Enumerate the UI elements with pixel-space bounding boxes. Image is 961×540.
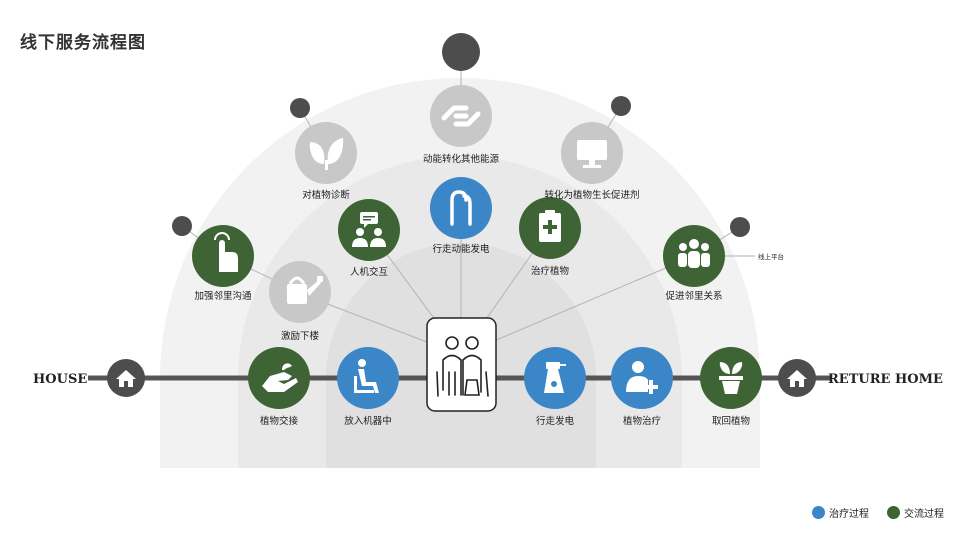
dot-top xyxy=(442,33,480,71)
spray-bottle-icon xyxy=(544,362,566,393)
handshake-icon xyxy=(441,105,481,127)
node-neighbor-comm: 加强邻里沟通 xyxy=(192,225,254,302)
dot-neighbor-comm xyxy=(172,216,192,236)
node-plant-treat: 植物治疗 xyxy=(611,347,673,427)
node-treat-plants-label: 治疗植物 xyxy=(531,265,570,277)
node-into-machine-label: 放入机器中 xyxy=(344,415,392,427)
node-neighbor-comm-label: 加强邻里沟通 xyxy=(194,290,252,302)
node-walk-power-bottom-label: 行走发电 xyxy=(536,415,575,427)
house-label: HOUSE xyxy=(33,372,87,387)
node-handover: 植物交接 xyxy=(248,347,310,427)
node-treat-plants: 治疗植物 xyxy=(519,197,581,277)
return-home-node xyxy=(778,359,816,397)
node-encourage-label: 激励下楼 xyxy=(281,330,320,342)
footprints-icon xyxy=(450,190,472,226)
legend-communication: 交流过程 xyxy=(887,505,944,520)
group-icon xyxy=(678,239,710,268)
page-title: 线下服务流程图 xyxy=(20,33,146,53)
house-icon xyxy=(116,370,136,387)
leaf-icon xyxy=(309,138,344,170)
node-walk-power-top-label: 行走动能发电 xyxy=(432,243,490,255)
elderly-couple-icon xyxy=(436,336,489,397)
legend-communication-label: 交流过程 xyxy=(904,509,944,520)
node-interaction-label: 人机交互 xyxy=(350,266,389,278)
node-retrieve: 取回植物 xyxy=(700,347,762,427)
return-home-label: RETURE HOME xyxy=(828,372,943,387)
node-walk-power-top: 行走动能发电 xyxy=(430,177,492,255)
tap-hand-icon xyxy=(214,232,238,272)
node-walk-power-bottom: 行走发电 xyxy=(524,347,586,427)
node-neighbor-relation: 促进邻里关系 xyxy=(663,225,725,302)
node-interaction: 人机交互 xyxy=(338,199,400,278)
node-growth-agent-label: 转化为植物生长促进剂 xyxy=(544,189,639,201)
clipboard-cross-icon xyxy=(539,210,561,242)
person-plus-icon xyxy=(626,361,658,394)
legend-communication-swatch xyxy=(887,506,900,519)
legend-treatment-label: 治疗过程 xyxy=(829,509,869,520)
legend-treatment-swatch xyxy=(812,506,825,519)
node-convert-energy-label: 动能转化其他能源 xyxy=(423,153,500,165)
hand-plant-icon xyxy=(262,363,298,392)
chat-people-icon xyxy=(352,212,386,247)
node-retrieve-label: 取回植物 xyxy=(712,415,751,427)
node-into-machine: 放入机器中 xyxy=(337,347,399,427)
node-handover-label: 植物交接 xyxy=(260,415,299,427)
node-growth-agent: 转化为植物生长促进剂 xyxy=(544,122,640,201)
node-center xyxy=(426,317,497,412)
dot-growth xyxy=(611,96,631,116)
house-node xyxy=(107,359,145,397)
potted-plant-icon xyxy=(719,362,743,394)
node-plant-treat-label: 植物治疗 xyxy=(623,415,662,427)
dot-diagnose xyxy=(290,98,310,118)
node-encourage: 激励下楼 xyxy=(269,261,331,342)
house-icon xyxy=(787,370,807,387)
dot-neighbor-relation xyxy=(730,217,750,237)
online-platform-label: 线上平台 xyxy=(758,252,784,261)
node-convert-energy: 动能转化其他能源 xyxy=(423,85,500,165)
legend-treatment: 治疗过程 xyxy=(812,505,869,520)
node-diagnose-label: 对植物诊断 xyxy=(302,189,350,201)
node-diagnose: 对植物诊断 xyxy=(295,122,357,201)
seated-person-icon xyxy=(354,359,379,393)
node-neighbor-relation-label: 促进邻里关系 xyxy=(665,290,722,302)
watering-can-icon xyxy=(287,276,323,304)
monitor-icon xyxy=(577,140,607,168)
